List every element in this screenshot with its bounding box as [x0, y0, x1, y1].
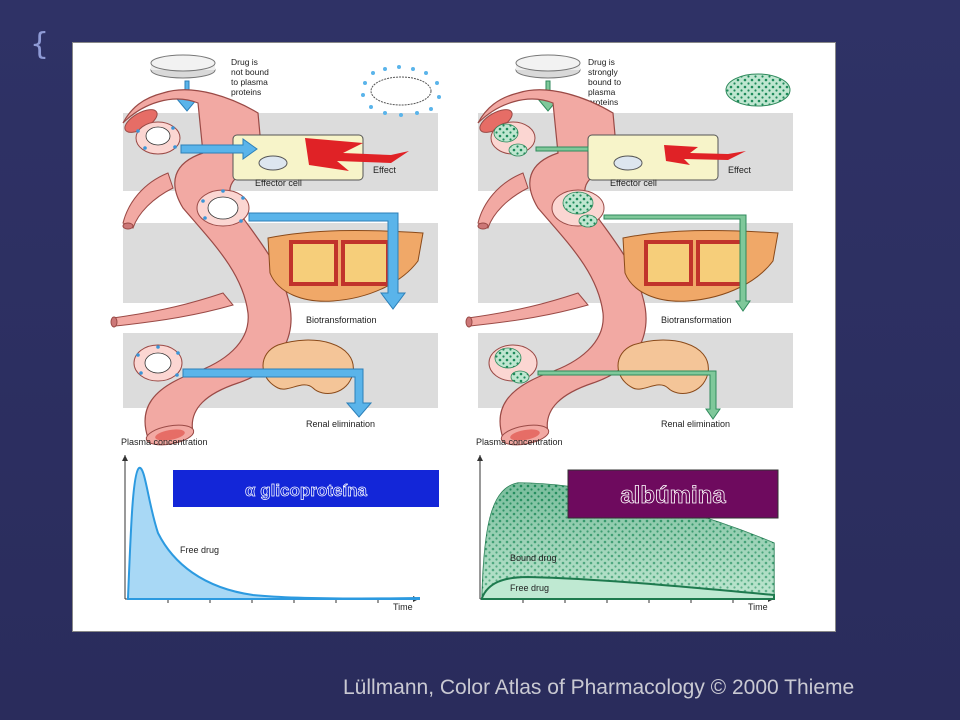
- right-concentration-graph: Plasma concentration Bound drug Free dru…: [476, 437, 775, 612]
- biotransformation-label: Biotransformation: [306, 315, 377, 325]
- effect-bolt-icon: [305, 138, 409, 171]
- effector-cell-label: Effector cell: [255, 178, 302, 188]
- graph-ylabel: Plasma concentration: [121, 437, 208, 447]
- renal-elimination-label: Renal elimination: [306, 419, 375, 429]
- renal-elimination-label: Renal elimination: [661, 419, 730, 429]
- pill-icon: [515, 54, 581, 79]
- citation-caption: Lüllmann, Color Atlas of Pharmacology © …: [343, 676, 855, 699]
- y-axis-arrow-icon: [477, 455, 483, 461]
- drug-label: Drug is not bound to plasma proteins: [231, 57, 271, 97]
- to-liver-arrow-icon: [603, 214, 751, 312]
- nucleus-icon: [613, 155, 643, 171]
- left-panel: Drug is not bound to plasma proteins: [110, 54, 441, 612]
- nucleus-icon: [258, 155, 288, 171]
- effect-label: Effect: [373, 165, 396, 175]
- free-drug-curve: [481, 575, 775, 600]
- time-label: Time: [748, 602, 768, 612]
- time-label: Time: [393, 602, 413, 612]
- to-effector-arrow-icon: [535, 146, 589, 152]
- to-kidney-arrow-icon: [182, 368, 373, 418]
- pharmacology-figure: Drug is not bound to plasma proteins: [72, 42, 836, 632]
- y-axis-arrow-icon: [122, 455, 128, 461]
- albumin-box: [567, 469, 779, 519]
- free-drug-label: Free drug: [180, 545, 219, 555]
- effector-cell-label: Effector cell: [610, 178, 657, 188]
- blood-vessel: [110, 89, 292, 446]
- right-panel: Drug is strongly bound to plasma protein…: [465, 54, 793, 612]
- drug-label: Drug is strongly bound to plasma protein…: [588, 57, 623, 107]
- alpha-glycoprotein-box: [173, 470, 439, 507]
- free-drug-curve: [127, 466, 420, 600]
- free-protein-icon: [361, 65, 441, 117]
- blood-vessel: [465, 89, 647, 446]
- pill-icon: [150, 54, 216, 79]
- kidney-icon: [262, 339, 354, 394]
- graph-ylabel: Plasma concentration: [476, 437, 563, 447]
- kidney-icon: [617, 339, 709, 394]
- albumin-label: albúmina: [620, 482, 726, 509]
- to-effector-arrow-icon: [180, 138, 258, 160]
- left-concentration-graph: Plasma concentration Free drug Time: [121, 437, 420, 612]
- to-kidney-arrow-icon: [537, 370, 721, 420]
- free-drug-label: Free drug: [510, 583, 549, 593]
- to-liver-arrow-icon: [248, 212, 406, 310]
- alpha-glycoprotein-label: α glicoproteína: [245, 481, 367, 500]
- effect-label: Effect: [728, 165, 751, 175]
- biotransformation-label: Biotransformation: [661, 315, 732, 325]
- effect-bolt-icon: [664, 145, 746, 165]
- decorative-brace-icon: {: [30, 27, 50, 62]
- bound-protein-icon: [725, 73, 791, 107]
- bound-drug-label: Bound drug: [510, 553, 557, 563]
